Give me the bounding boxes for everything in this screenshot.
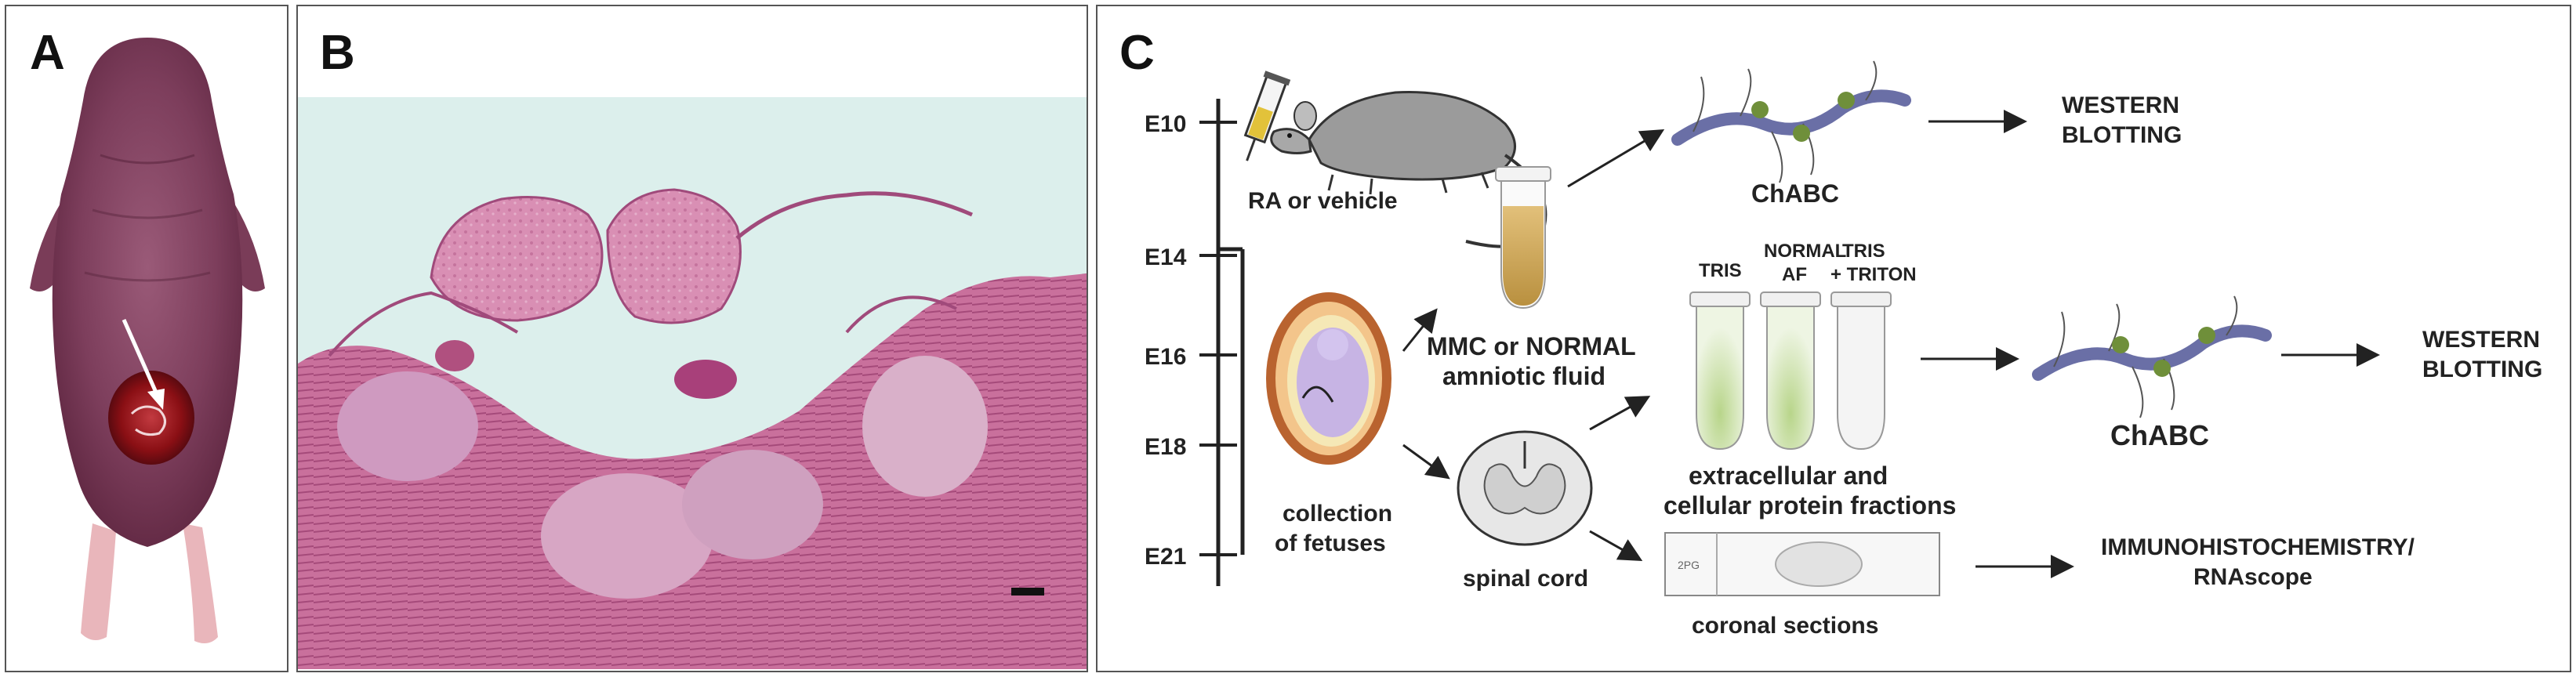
membrane [735, 191, 974, 240]
panel-c: C E10 E14 [1096, 5, 2571, 672]
arrow-spinal-to-sections [1589, 530, 1643, 561]
panel-b: B [296, 5, 1088, 672]
fluid-label-line1: MMC or NORMAL [1427, 332, 1636, 360]
panel-a: A [5, 5, 288, 672]
fetus-in-uterus-icon [1266, 292, 1391, 465]
spinal-cord-label: spinal cord [1463, 566, 1588, 592]
timeline-day-e14: E14 [1145, 244, 1187, 270]
collection-line1: collection [1283, 501, 1392, 527]
timeline-day-e10: E10 [1145, 111, 1186, 137]
fetus-right-leg [183, 523, 218, 644]
spinal-cord-right-half [606, 188, 742, 324]
chabc-mid-icon [2032, 295, 2272, 418]
chabc-top-label: ChABC [1751, 179, 1839, 208]
chabc-mid-label: ChABC [2110, 419, 2209, 451]
timeline-day-e21: E21 [1145, 544, 1186, 570]
wb-top-line2: BLOTTING [2062, 122, 2182, 148]
wb-mid-line2: BLOTTING [2422, 357, 2542, 382]
spinal-cord-left-half [430, 196, 604, 322]
tube2-label-line2: AF [1782, 264, 1807, 285]
tube2-label-line1: NORMAL [1764, 241, 1846, 262]
fraction-tube-tris [1689, 291, 1751, 451]
tube-labels: TRIS NORMAL AF TRIS + TRITON [1699, 241, 1917, 285]
wb-top-line1: WESTERN [2062, 92, 2179, 118]
tube3-label-line2: + TRITON [1830, 264, 1917, 285]
syringe-icon [1243, 71, 1291, 161]
fluid-label-line2: amniotic fluid [1442, 362, 1605, 390]
fraction-tube-tris-triton [1830, 291, 1892, 451]
panel-b-letter: B [320, 26, 355, 80]
fetus-left-leg [81, 523, 116, 640]
arrow-fetus-to-spinal-cord [1402, 443, 1450, 480]
scale-bar [1011, 588, 1044, 596]
fractions-line2: cellular protein fractions [1664, 491, 1956, 520]
sections-label: coronal sections [1692, 613, 1878, 639]
fetus-photo [30, 38, 265, 644]
fractions-line1: extracellular and [1689, 462, 1888, 490]
arrow-fluid-to-chabc [1567, 129, 1665, 188]
pregnant-rat-icon [1270, 91, 1547, 248]
ihc-line2: RNAscope [2193, 564, 2313, 590]
workflow-diagram: E10 E14 E16 E18 E21 RA or vehicle [1145, 60, 2542, 639]
injection-label: RA or vehicle [1248, 188, 1398, 214]
histology-section [298, 97, 1087, 669]
arrow-fetus-to-fluid [1402, 308, 1438, 352]
amniotic-fluid-tube [1495, 166, 1551, 310]
slide-tag: 2PG [1678, 559, 1700, 571]
slide-icon: 2PG [1664, 532, 1940, 596]
chabc-top-icon [1671, 60, 1911, 183]
arrow-spinal-to-fractions [1589, 396, 1651, 431]
timeline-day-e16: E16 [1145, 344, 1186, 370]
timeline-day-e18: E18 [1145, 434, 1186, 460]
fetus-body [52, 38, 243, 547]
panel-a-letter: A [30, 26, 65, 80]
lesion-arrow [122, 318, 159, 396]
wb-mid-line1: WESTERN [2422, 327, 2540, 353]
mmc-lesion [108, 371, 194, 465]
collection-line2: of fetuses [1275, 530, 1386, 556]
timeline: E10 E14 E16 E18 E21 [1145, 99, 1245, 586]
spinal-cord-cross-section-icon [1457, 430, 1593, 546]
tube1-label: TRIS [1699, 260, 1742, 281]
ihc-line1: IMMUNOHISTOCHEMISTRY/ [2101, 534, 2415, 560]
fraction-tube-normal-af [1760, 291, 1821, 451]
tube3-label-line1: TRIS [1842, 241, 1885, 262]
panel-c-letter: C [1119, 26, 1155, 80]
